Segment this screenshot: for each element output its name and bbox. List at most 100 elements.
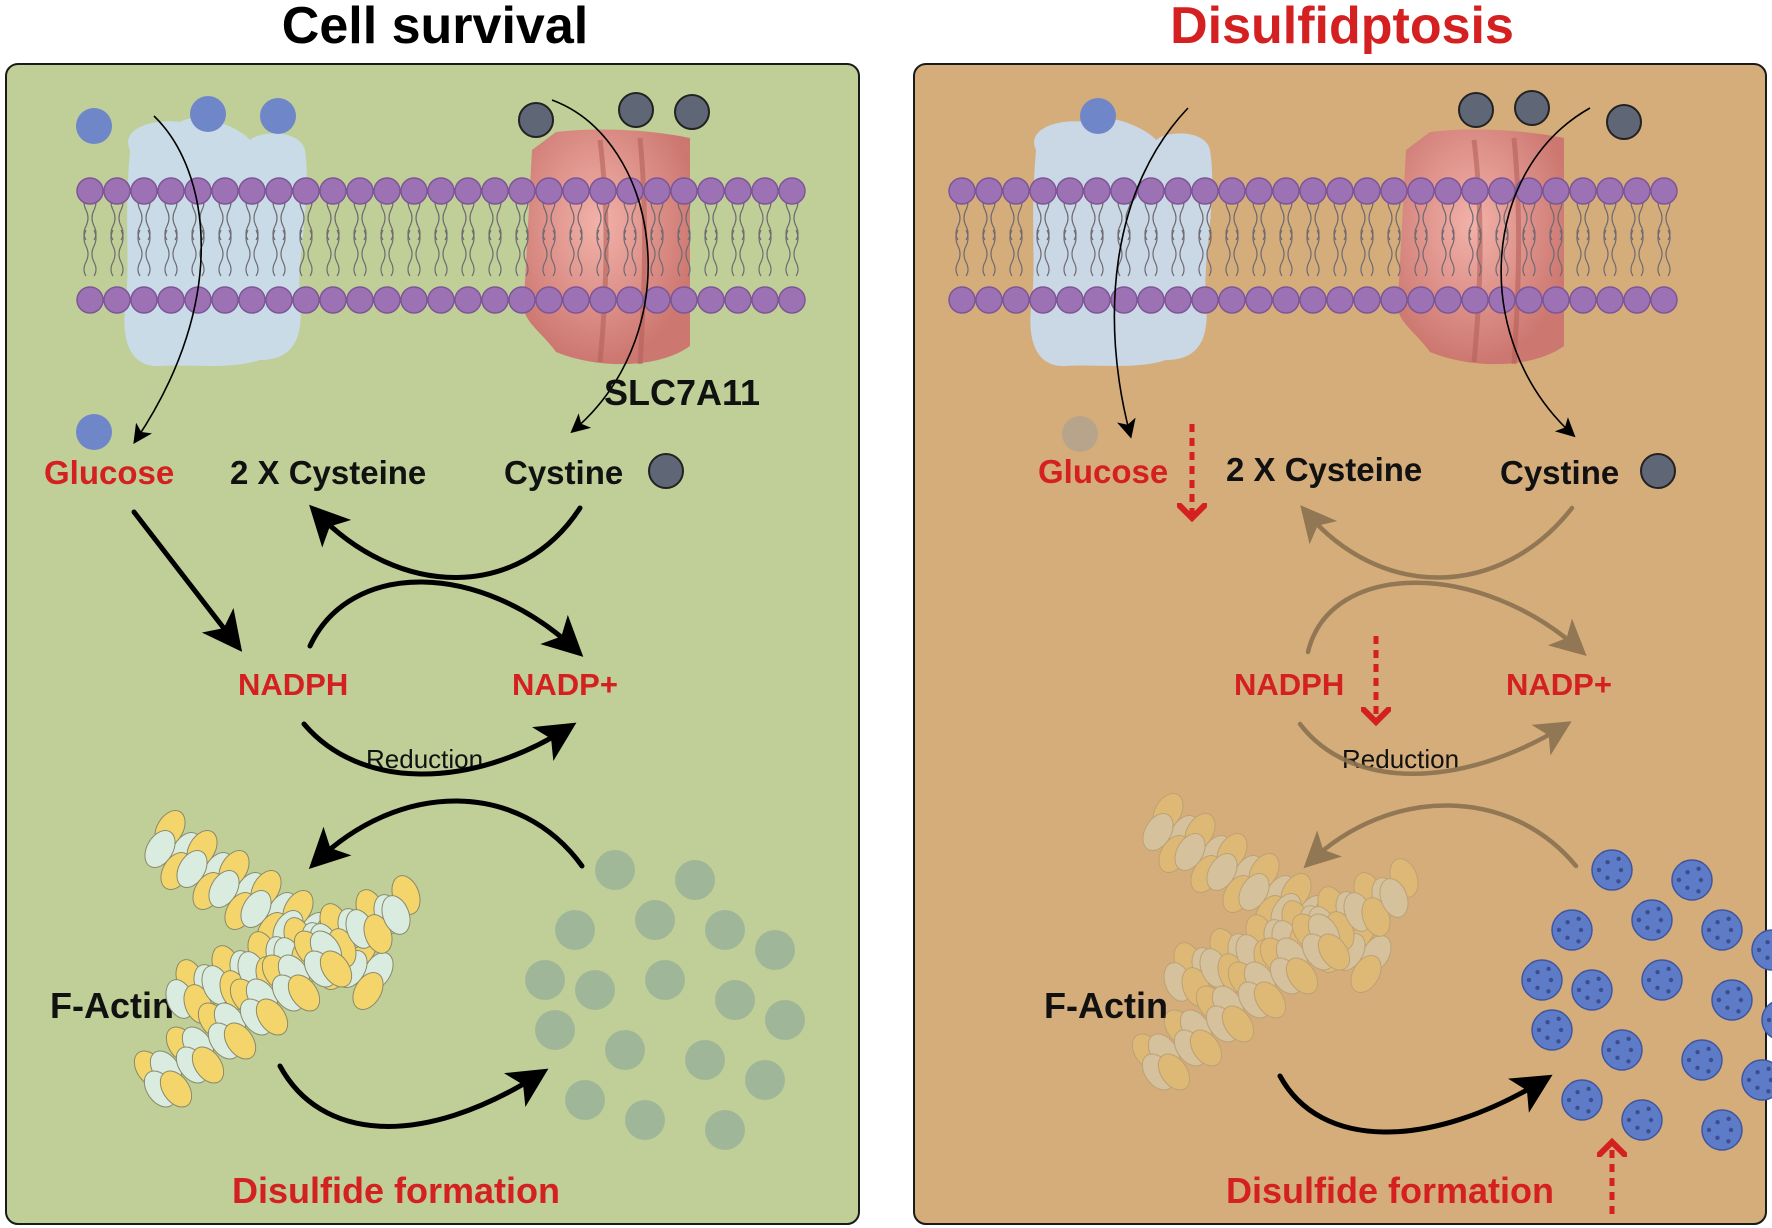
cysteine-label: 2 X Cysteine [1226,451,1422,488]
aggregate-dot [1575,1105,1580,1110]
aggregate-dot [1618,867,1624,873]
lipid-head [535,177,563,205]
actin-monomer [1200,835,1232,873]
f-actin-filament-icon [133,810,421,1108]
actin-monomer [1269,957,1303,995]
aggregate-sphere [1701,909,1743,951]
aggregate-sphere [755,930,795,970]
lipid-tail [1009,229,1015,277]
lipid-head [508,286,536,314]
aggregate-dot [1596,976,1601,982]
cystine-molecule [1458,92,1494,128]
lipid-head [616,286,644,314]
lipid-head [1137,286,1165,314]
aggregate-sphere [575,970,615,1010]
aggregate-dot [1628,1047,1634,1053]
lipid-tail [1422,229,1428,277]
lipid-head [1137,177,1165,205]
lipid-tail [226,229,232,277]
actin-monomer [1353,872,1383,912]
aggregate-dot [1728,927,1734,933]
lipid-head [1083,177,1111,205]
lipid-head [1299,286,1327,314]
actin-monomer [191,1046,225,1084]
actin-monomer [1325,911,1355,951]
actin-monomer [1360,935,1392,973]
disulfide-aggregate-icon [525,850,805,1150]
cystine-molecule [648,453,684,489]
lipid-tail [766,229,772,277]
lipid-head [76,177,104,205]
lipid-head [1164,286,1192,314]
aggregate-dot [1726,1116,1731,1122]
aggregate-dot [1696,866,1701,872]
lipid-tail [712,229,718,277]
lipid-head [1164,177,1192,205]
actin-monomer [223,1022,257,1060]
aggregate-sphere [1671,859,1713,901]
lipid-tail [83,229,89,277]
lipid-head [562,286,590,314]
aggregate-dot [1596,999,1601,1004]
actin-monomer [1285,957,1319,995]
aggregate-sphere [1701,1109,1743,1151]
lipid-head [238,177,266,205]
aggregate-dot [1576,987,1582,993]
aggregate-sphere [1621,1099,1663,1141]
aggregate-dot [1556,927,1562,933]
actin-monomer [1173,1029,1207,1067]
lipid-head [1488,177,1516,205]
aggregate-dot [1576,939,1581,944]
aggregate-dot [1588,1097,1594,1103]
lipid-head [670,177,698,205]
aggregate-dot [1685,885,1690,890]
lipid-tail [542,229,548,277]
actin-monomer [1317,886,1347,926]
lipid-tail [569,229,575,277]
actin-monomer [255,998,289,1036]
lipid-head [454,286,482,314]
lipid-tail [1287,229,1293,277]
aggregate-dot [1585,995,1590,1000]
lipid-tail [1071,229,1077,277]
lipid-head [724,286,752,314]
aggregate-dot [1715,1135,1720,1140]
aggregate-dot [1765,939,1770,945]
glucose-molecule-faded [1062,416,1098,452]
left-panel: SLC7A11 Glucose 2 X Cysteine Cystine NAD… [44,92,806,1211]
lipid-bilayer-icon [948,177,1678,314]
lipid-tail [604,229,610,277]
actin-monomer [287,974,321,1012]
aggregate-dot [1585,979,1590,985]
aggregate-dot [1636,917,1642,923]
actin-monomer [1289,925,1319,965]
aggregate-dot [1646,1129,1651,1134]
actin-monomer [1253,981,1287,1019]
lipid-head [1434,177,1462,205]
lipid-tail [280,229,286,277]
lipid-head [1029,286,1057,314]
lipid-head [1569,286,1597,314]
actin-monomer [1248,853,1280,891]
actin-monomer [208,870,240,908]
aggregate-dot [1556,1039,1561,1044]
actin-monomer [1280,873,1312,911]
left-panel-title: Cell survival [281,0,589,55]
lipid-head [211,177,239,205]
lipid-head [1380,177,1408,205]
glucose-label: Glucose [44,454,174,491]
reduction-arrow-faded [1297,721,1572,776]
lipid-tail [380,229,386,277]
lipid-head [373,286,401,314]
aggregate-dot [1766,1089,1771,1094]
actin-monomer [1237,981,1271,1019]
actin-monomer [1343,892,1373,932]
actin-monomer [1271,920,1301,960]
lipid-tail [1314,229,1320,277]
aggregate-sphere [1711,979,1753,1021]
lipid-head [1326,286,1354,314]
aggregate-dot [1598,987,1604,993]
actin-monomer [1296,895,1328,933]
actin-monomer [1263,919,1293,959]
lipid-head [1353,286,1381,314]
